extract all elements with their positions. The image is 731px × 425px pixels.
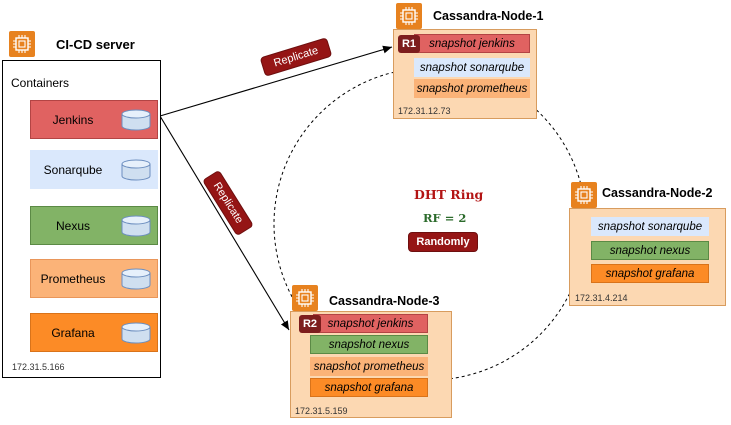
container-nexus: Nexus <box>30 206 158 245</box>
cassandra-node-3: snapshot jenkins R2 snapshot nexus snaps… <box>290 311 452 418</box>
arrow-to-node-1 <box>159 45 393 117</box>
replication-factor: RF = 2 <box>423 211 467 225</box>
container-label: Prometheus <box>40 272 106 286</box>
chip-icon <box>9 31 35 57</box>
database-icon <box>121 109 151 131</box>
snapshot-item: snapshot jenkins <box>414 34 530 53</box>
containers-label: Containers <box>11 76 70 90</box>
container-label: Nexus <box>55 219 90 233</box>
database-icon <box>121 322 151 344</box>
chip-icon <box>571 182 597 208</box>
container-label: Sonarqube <box>43 163 103 177</box>
node-1-title: Cassandra-Node-1 <box>433 9 544 23</box>
snapshot-item: snapshot sonarqube <box>591 217 709 236</box>
container-jenkins: Jenkins <box>30 100 158 139</box>
snapshot-item: snapshot prometheus <box>310 357 428 376</box>
node-1-ip: 172.31.12.73 <box>398 106 451 116</box>
database-icon <box>121 215 151 237</box>
ci-cd-server: Containers Jenkins Sonarqube Nexus Prome… <box>2 60 161 378</box>
cassandra-node-2: snapshot sonarqube snapshot nexus snapsh… <box>569 208 726 306</box>
database-icon <box>121 268 151 290</box>
node-2-ip: 172.31.4.214 <box>575 293 628 303</box>
snapshot-item: snapshot nexus <box>310 335 428 354</box>
container-label: Jenkins <box>52 113 94 127</box>
snapshot-item: snapshot grafana <box>591 264 709 283</box>
snapshot-item: snapshot jenkins <box>313 314 428 333</box>
container-sonarqube: Sonarqube <box>30 150 158 189</box>
node-2-title: Cassandra-Node-2 <box>602 186 713 200</box>
database-icon <box>121 159 151 181</box>
node-3-ip: 172.31.5.159 <box>295 406 348 416</box>
container-label: Grafana <box>51 326 95 340</box>
dht-ring-title: DHT Ring <box>414 187 484 202</box>
container-prometheus: Prometheus <box>30 259 158 298</box>
cassandra-node-1: snapshot jenkins R1 snapshot sonarqube s… <box>393 29 537 119</box>
snapshot-item: snapshot nexus <box>591 241 709 260</box>
server-title: CI-CD server <box>56 37 135 52</box>
node-3-title: Cassandra-Node-3 <box>329 294 440 308</box>
container-grafana: Grafana <box>30 313 158 352</box>
replica-badge-r1: R1 <box>398 35 420 53</box>
server-ip: 172.31.5.166 <box>12 362 65 372</box>
arrow-to-node-3 <box>159 115 290 331</box>
snapshot-item: snapshot prometheus <box>414 79 530 98</box>
chip-icon <box>396 3 422 29</box>
snapshot-item: snapshot sonarqube <box>414 58 530 77</box>
chip-icon <box>292 285 318 311</box>
strategy-badge: Randomly <box>408 232 478 252</box>
snapshot-item: snapshot grafana <box>310 378 428 397</box>
replica-badge-r2: R2 <box>299 315 321 333</box>
